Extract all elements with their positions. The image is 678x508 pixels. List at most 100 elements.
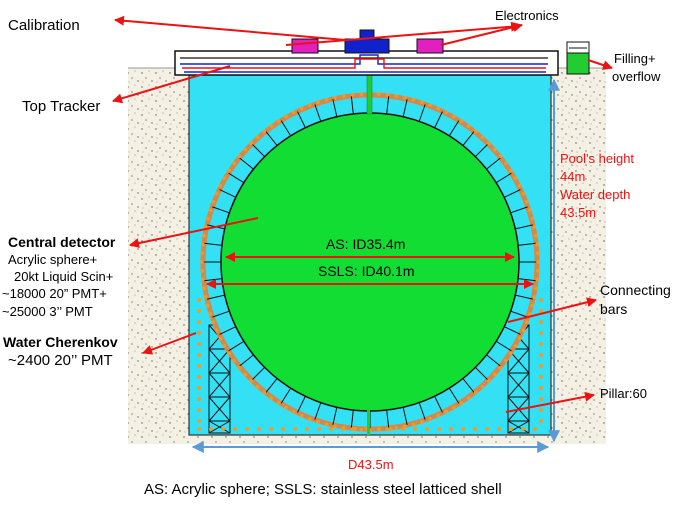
shell-pmt: [385, 427, 390, 431]
wall-pmt: [539, 353, 543, 357]
connecting-bar: [265, 131, 278, 146]
label-top-tracker: Top Tracker: [22, 98, 101, 115]
shell-pmt: [324, 422, 329, 427]
label-water-depth-2: 43.5m: [560, 205, 597, 220]
shell-pmt: [237, 365, 242, 370]
label-connecting-1: Connecting: [600, 282, 671, 298]
wall-pmt: [257, 427, 261, 431]
wall-pmt: [473, 427, 477, 431]
connecting-bar: [518, 242, 537, 246]
connecting-bars-pointer: [507, 297, 597, 323]
shell-pmt: [459, 119, 464, 123]
shell-pmt: [493, 372, 497, 377]
water-cherenkov-pointer: [142, 332, 197, 355]
wall-pmt: [539, 309, 543, 313]
connecting-bar: [386, 410, 390, 429]
wall-pmt: [437, 427, 441, 431]
connecting-bar: [280, 120, 292, 137]
wall-pmt: [197, 364, 201, 368]
shell-pmt: [532, 295, 537, 299]
shell-pmt: [436, 106, 441, 111]
wall-pmt: [521, 427, 525, 431]
calibration-house: [344, 29, 390, 54]
shell-pmt: [243, 372, 247, 377]
shell-pmt: [211, 199, 215, 204]
shell-pmt: [535, 242, 539, 247]
shell-pmt: [521, 328, 526, 333]
wall-pmt: [539, 375, 543, 379]
shell-pmt: [299, 106, 304, 111]
shell-pmt: [200, 260, 204, 264]
label-filling-2: overflow: [612, 69, 661, 84]
shell-pmt: [341, 94, 346, 98]
shell-pmt: [459, 401, 464, 405]
shell-pmt: [394, 94, 399, 98]
shell-pmt: [530, 303, 535, 308]
label-cd-line-3: ~18000 20” PMT+: [2, 286, 107, 301]
shell-pmt: [394, 426, 399, 430]
wall-pmt: [539, 419, 543, 423]
wall-pmt: [197, 320, 201, 324]
shell-pmt: [227, 351, 231, 356]
bottom-support: [367, 408, 370, 435]
shell-pmt: [249, 141, 254, 146]
connecting-bar: [239, 157, 254, 170]
wall-pmt: [389, 427, 393, 431]
wall-pmt: [449, 427, 453, 431]
wall-pmt: [539, 386, 543, 390]
connecting-bar: [280, 387, 292, 404]
shell-pmt: [218, 183, 223, 188]
connecting-bar: [350, 95, 354, 114]
electronics-pointer: [440, 22, 523, 46]
shell-pmt: [316, 100, 320, 105]
connecting-bar: [418, 402, 426, 420]
label-cd-line-2: 20kt Liquid Scin+: [14, 269, 114, 284]
shell-pmt: [214, 328, 219, 333]
connecting-bar: [402, 407, 408, 425]
connecting-bar: [219, 189, 236, 198]
shell-pmt: [307, 103, 312, 107]
connecting-bar: [475, 367, 489, 381]
shell-pmt: [218, 336, 223, 341]
label-central-detector: Central detector: [8, 234, 116, 250]
shell-pmt: [403, 424, 407, 429]
shell-pmt: [403, 95, 407, 100]
shell-pmt: [205, 303, 210, 308]
shell-pmt: [324, 97, 329, 102]
shell-pmt: [493, 147, 497, 152]
shell-pmt: [452, 114, 456, 119]
wall-pmt: [539, 342, 543, 346]
label-cd-line-4: ~25000 3’’ PMT: [2, 304, 93, 319]
label-electronics: Electronics: [495, 8, 559, 23]
wall-pmt: [539, 320, 543, 324]
shell-pmt: [513, 176, 518, 180]
shell-pmt: [411, 97, 416, 102]
shell-pmt: [411, 422, 416, 427]
wall-pmt: [533, 427, 537, 431]
shell-pmt: [350, 93, 355, 97]
wall-pmt: [197, 386, 201, 390]
shell-pmt: [535, 251, 540, 256]
wall-pmt: [197, 408, 201, 412]
connecting-bar: [207, 294, 225, 300]
shell-pmt: [299, 413, 304, 418]
shell-pmt: [436, 413, 441, 418]
shell-pmt: [466, 396, 471, 400]
shell-pmt: [385, 93, 390, 97]
shell-pmt: [214, 191, 219, 196]
shell-pmt: [307, 417, 312, 421]
wall-pmt: [377, 427, 381, 431]
shell-pmt: [444, 409, 449, 414]
connecting-bar: [212, 310, 230, 318]
label-pool-height-2: 44m: [560, 169, 586, 184]
shell-pmt: [359, 92, 364, 97]
label-wc-line: ~2400 20’’ PMT: [8, 352, 113, 369]
connecting-bar: [265, 378, 278, 393]
shell-pmt: [284, 405, 288, 410]
label-filling-1: Filling+: [614, 51, 656, 66]
connecting-bar: [434, 111, 443, 128]
shell-pmt: [486, 141, 491, 146]
connecting-bar: [495, 340, 512, 352]
shell-pmt: [316, 419, 320, 424]
